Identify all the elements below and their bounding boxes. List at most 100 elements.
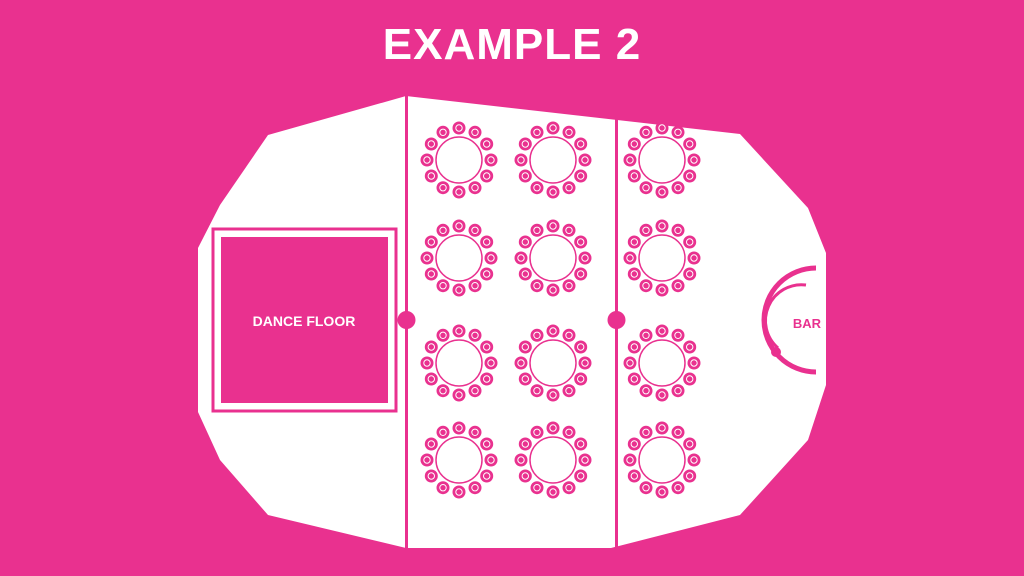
chair-seat [686, 140, 694, 148]
chair [562, 181, 576, 195]
chair-seat [565, 184, 573, 192]
chair-seat [581, 156, 589, 164]
chair [480, 235, 494, 249]
chair-seat [577, 140, 585, 148]
chair [639, 328, 653, 342]
dance-floor-label: DANCE FLOOR [253, 313, 356, 329]
chair [518, 169, 532, 183]
chair-seat [471, 184, 479, 192]
chair-seat [565, 128, 573, 137]
chair-seat [423, 359, 431, 367]
chair [514, 251, 528, 265]
chair [436, 328, 450, 342]
chair-seat [423, 156, 431, 164]
chair-seat [658, 488, 666, 496]
chair-seat [577, 270, 585, 278]
chair [574, 169, 588, 183]
chair-seat [658, 286, 666, 294]
chair [562, 425, 576, 439]
chair [480, 340, 494, 354]
chair [480, 469, 494, 483]
chair [530, 279, 544, 293]
chair [468, 279, 482, 293]
chair [639, 481, 653, 495]
chair-seat [581, 359, 589, 367]
chair [574, 235, 588, 249]
chair-seat [439, 331, 447, 339]
chair [578, 251, 592, 265]
chair [530, 328, 544, 342]
chair-seat [630, 343, 638, 351]
chair-seat [642, 184, 650, 192]
round-table [514, 219, 592, 297]
chair-seat [549, 124, 557, 132]
chair [452, 421, 466, 435]
chair-seat [483, 172, 491, 180]
chair-seat [549, 391, 557, 399]
chair [468, 425, 482, 439]
chair [639, 384, 653, 398]
chair [452, 185, 466, 199]
chair [639, 125, 653, 139]
chair [546, 219, 560, 233]
chair-seat [549, 327, 557, 335]
chair-seat [533, 387, 541, 395]
chair [468, 481, 482, 495]
round-table [420, 219, 498, 297]
chair [562, 223, 576, 237]
chair [424, 372, 438, 386]
chair [546, 185, 560, 199]
chair [530, 223, 544, 237]
chair [480, 437, 494, 451]
chair [546, 121, 560, 135]
chair-seat [423, 456, 431, 464]
chair [452, 219, 466, 233]
chair [436, 384, 450, 398]
chair-seat [626, 359, 634, 367]
chair [655, 185, 669, 199]
chair-seat [642, 484, 650, 492]
chair [514, 356, 528, 370]
chair [687, 453, 701, 467]
chair-seat [658, 424, 666, 432]
chair-seat [690, 456, 698, 464]
chair-seat [439, 128, 447, 137]
table-top [638, 136, 686, 184]
chair [480, 267, 494, 281]
chair [627, 469, 641, 483]
chair-seat [658, 124, 666, 132]
chair [627, 267, 641, 281]
chair [627, 340, 641, 354]
round-table [420, 121, 498, 199]
chair-seat [439, 226, 447, 235]
chair [518, 137, 532, 151]
chair [424, 437, 438, 451]
chair-seat [686, 238, 694, 246]
chair-seat [483, 375, 491, 383]
chair-seat [471, 282, 479, 290]
chair-seat [674, 428, 682, 436]
chair [683, 340, 697, 354]
table-top [529, 234, 577, 282]
chair [468, 384, 482, 398]
chair-seat [487, 156, 495, 164]
chair-seat [455, 391, 463, 399]
chair-seat [533, 484, 541, 492]
chair-seat [487, 359, 495, 367]
chair [530, 481, 544, 495]
chair [518, 235, 532, 249]
chair [546, 388, 560, 402]
chair [671, 328, 685, 342]
chair [452, 121, 466, 135]
chair [671, 279, 685, 293]
table-top [529, 136, 577, 184]
round-table [623, 121, 701, 199]
chair [424, 267, 438, 281]
round-table [623, 421, 701, 499]
chair [480, 169, 494, 183]
chair-seat [690, 156, 698, 164]
chair-seat [483, 440, 491, 448]
chair-seat [674, 128, 682, 137]
chair-seat [674, 226, 682, 235]
chair [562, 384, 576, 398]
